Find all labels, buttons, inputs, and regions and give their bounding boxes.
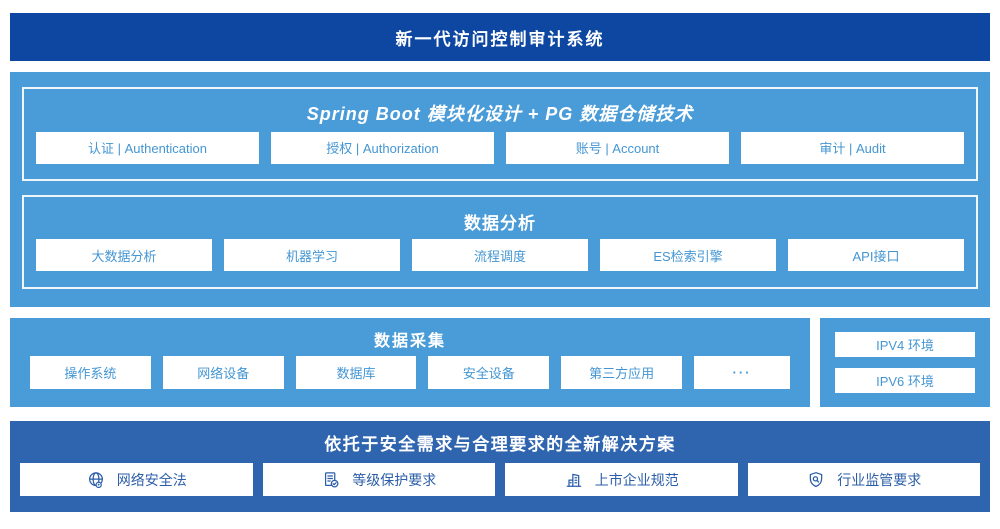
system-title: 新一代访问控制审计系统: [395, 29, 605, 49]
environment-panel: IPV4 环境 IPV6 环境: [820, 318, 990, 407]
analysis-panel-title: 数据分析: [464, 213, 536, 233]
springboot-panel-title: Spring Boot 模块化设计 + PG 数据仓储技术: [306, 104, 694, 125]
collection-source-row: 操作系统 网络设备 数据库 安全设备 第三方应用 ···: [30, 356, 790, 389]
analysis-panel: 数据分析 大数据分析 机器学习 流程调度 ES检索引擎 API接口: [22, 195, 978, 289]
collection-row: 数据采集 操作系统 网络设备 数据库 安全设备 第三方应用 ··· IPV4 环…: [10, 318, 990, 407]
env-ipv6: IPV6 环境: [835, 368, 975, 393]
source-security-device: 安全设备: [428, 356, 550, 389]
source-more-ellipsis: ···: [693, 356, 790, 389]
module-api: API接口: [788, 239, 964, 272]
platform-section: Spring Boot 模块化设计 + PG 数据仓储技术 认证 | Authe…: [10, 72, 990, 307]
shield-search-icon: [806, 470, 826, 490]
collection-section: 数据采集 操作系统 网络设备 数据库 安全设备 第三方应用 ···: [10, 318, 810, 407]
source-network-device: 网络设备: [162, 356, 284, 389]
solution-item-row: 网络安全法 等级保护要求: [20, 463, 980, 496]
collection-title: 数据采集: [373, 333, 446, 350]
module-machine-learning: 机器学习: [224, 239, 400, 272]
solution-item-label: 等级保护要求: [352, 471, 437, 488]
source-database: 数据库: [295, 356, 417, 389]
module-flow-scheduling: 流程调度: [412, 239, 588, 272]
source-os: 操作系统: [30, 356, 151, 389]
module-authorization: 授权 | Authorization: [271, 131, 494, 164]
springboot-panel: Spring Boot 模块化设计 + PG 数据仓储技术 认证 | Authe…: [22, 87, 978, 181]
solution-item-label: 上市企业规范: [594, 471, 679, 488]
module-audit: 审计 | Audit: [741, 131, 964, 164]
solution-item-listed-company: 上市企业规范: [505, 463, 738, 496]
solution-item-protection-level: 等级保护要求: [262, 463, 495, 496]
module-bigdata-analysis: 大数据分析: [36, 239, 212, 272]
solution-item-industry-regulation: 行业监管要求: [747, 463, 980, 496]
building-icon: [564, 470, 584, 490]
solution-item-label: 行业监管要求: [837, 471, 922, 488]
module-es-search: ES检索引擎: [600, 239, 776, 272]
solution-section: 依托于安全需求与合理要求的全新解决方案 网络安全法: [10, 421, 990, 512]
solution-title: 依托于安全需求与合理要求的全新解决方案: [324, 435, 676, 454]
springboot-module-row: 认证 | Authentication 授权 | Authorization 账…: [36, 131, 964, 164]
analysis-module-row: 大数据分析 机器学习 流程调度 ES检索引擎 API接口: [36, 239, 964, 272]
env-ipv4: IPV4 环境: [835, 332, 975, 357]
system-title-banner: 新一代访问控制审计系统: [10, 13, 990, 61]
source-thirdparty-app: 第三方应用: [561, 356, 682, 389]
document-check-icon: [321, 470, 341, 490]
globe-network-icon: [86, 470, 106, 490]
module-authentication: 认证 | Authentication: [36, 131, 259, 164]
solution-item-cybersecurity-law: 网络安全法: [20, 463, 253, 496]
module-account: 账号 | Account: [506, 131, 729, 164]
solution-item-label: 网络安全法: [116, 471, 187, 488]
